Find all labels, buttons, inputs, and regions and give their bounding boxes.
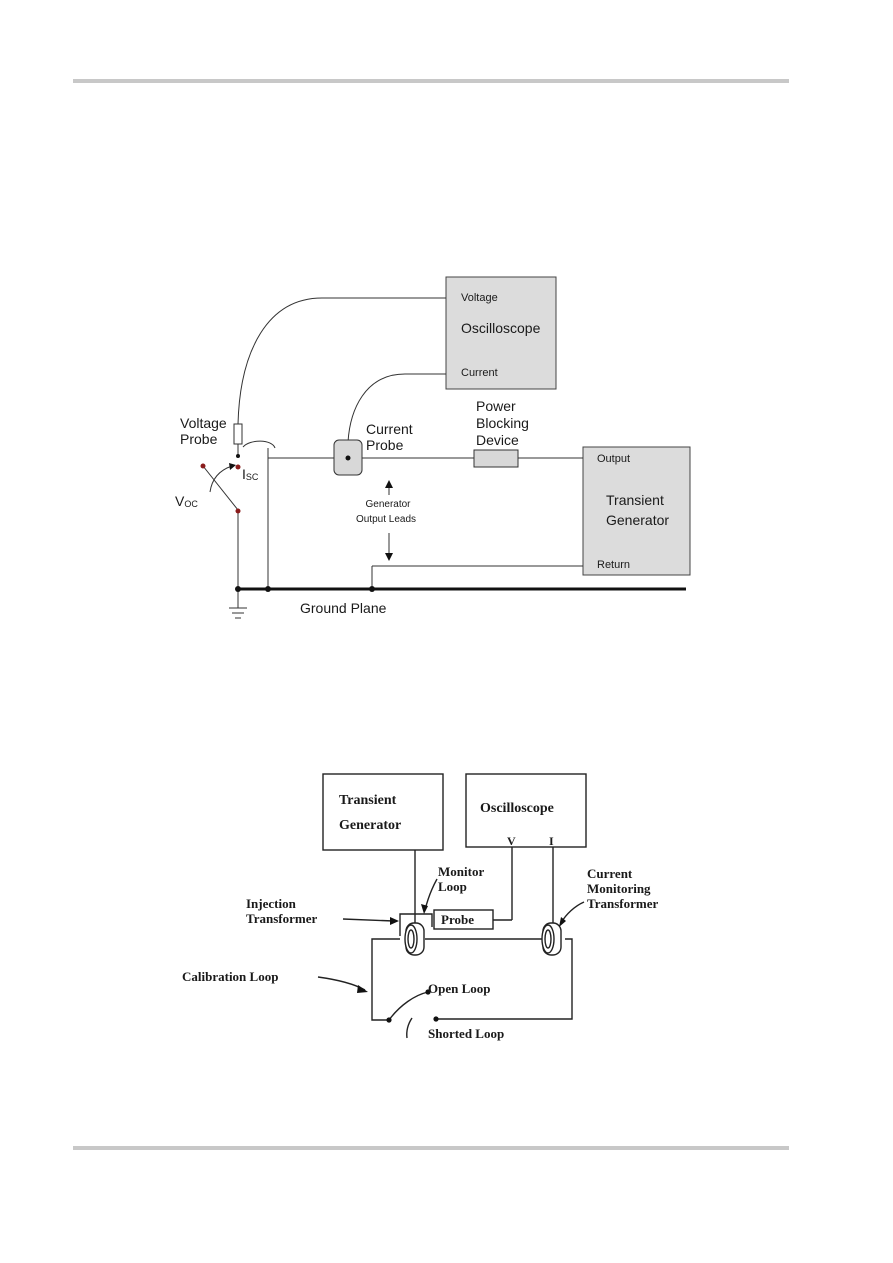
current-monitoring-transformer [541, 922, 562, 956]
diagram2-nodes [357, 904, 566, 1023]
current-probe-label-2: Probe [366, 437, 404, 453]
diagram1-nodes [200, 454, 375, 592]
injection-label-1: Injection [246, 896, 297, 911]
probe-box-2 [433, 909, 494, 930]
osc2-title: Oscilloscope [480, 801, 554, 816]
cm-label-1: Current [587, 866, 633, 881]
gen-return-label: Return [597, 559, 630, 571]
diagram2-labels: Transient Generator Oscilloscope V I Mon… [182, 793, 658, 1041]
calibration-loop [371, 938, 400, 1021]
open-loop-label: Open Loop [428, 981, 491, 996]
voc-label: VOC [175, 493, 198, 509]
monitor-loop-label-2: Loop [438, 879, 467, 894]
transient-generator-box [582, 446, 691, 576]
voltage-probe-cable [237, 297, 446, 425]
osc2-v-label: V [507, 834, 516, 848]
cm-label-3: Transformer [587, 896, 658, 911]
gen-title-1: Transient [606, 492, 664, 508]
osc-voltage-label: Voltage [461, 292, 498, 304]
bottom-rule [73, 1146, 789, 1150]
ground-plane-label: Ground Plane [300, 600, 387, 616]
current-probe-cable [347, 373, 446, 443]
gen-output-label: Output [597, 453, 630, 465]
monitor-arrow [424, 878, 438, 911]
oscilloscope-box [445, 276, 557, 390]
switch-arm-2 [388, 991, 429, 1021]
injection-label-2: Transformer [246, 911, 317, 926]
voltage-probe-label-1: Voltage [180, 415, 227, 431]
probe-loop [242, 440, 276, 449]
pbd-label-1: Power [476, 398, 516, 414]
shorted-loop-label: Shorted Loop [428, 1026, 504, 1041]
leads-label-1: Generator [365, 499, 411, 510]
injection-arrow [342, 918, 395, 922]
current-probe-label-1: Current [366, 421, 413, 437]
top-rule [73, 79, 789, 83]
switch-arm [202, 465, 239, 511]
power-blocking-device [473, 449, 519, 468]
oscilloscope-box-2 [465, 773, 587, 848]
osc2-i-label: I [549, 834, 554, 848]
osc-current-label: Current [461, 367, 498, 379]
diagram-calibration-setup [317, 773, 587, 1039]
osc-title: Oscilloscope [461, 320, 541, 336]
calibration-loop-label: Calibration Loop [182, 969, 278, 984]
pbd-label-3: Device [476, 432, 519, 448]
gen2-title-2: Generator [339, 818, 401, 833]
isc-label: ISC [242, 466, 259, 482]
pbd-label-2: Blocking [476, 415, 529, 431]
voc-arrow [209, 465, 233, 493]
monitor-loop-label-1: Monitor [438, 864, 484, 879]
cm-label-2: Monitoring [587, 881, 651, 896]
monitor-loop [399, 913, 433, 936]
probe-label-2: Probe [441, 912, 474, 927]
gen2-title-1: Transient [339, 793, 397, 808]
diagram1-labels: Voltage Oscilloscope Current Voltage Pro… [175, 292, 669, 616]
voltage-probe-body [233, 423, 243, 445]
gen-title-2: Generator [606, 512, 669, 528]
leads-label-2: Output Leads [356, 514, 416, 525]
diagram-surge-test-setup [202, 276, 691, 619]
transient-generator-box-2 [322, 773, 444, 851]
injection-transformer [404, 922, 425, 956]
voltage-probe-label-2: Probe [180, 431, 218, 447]
